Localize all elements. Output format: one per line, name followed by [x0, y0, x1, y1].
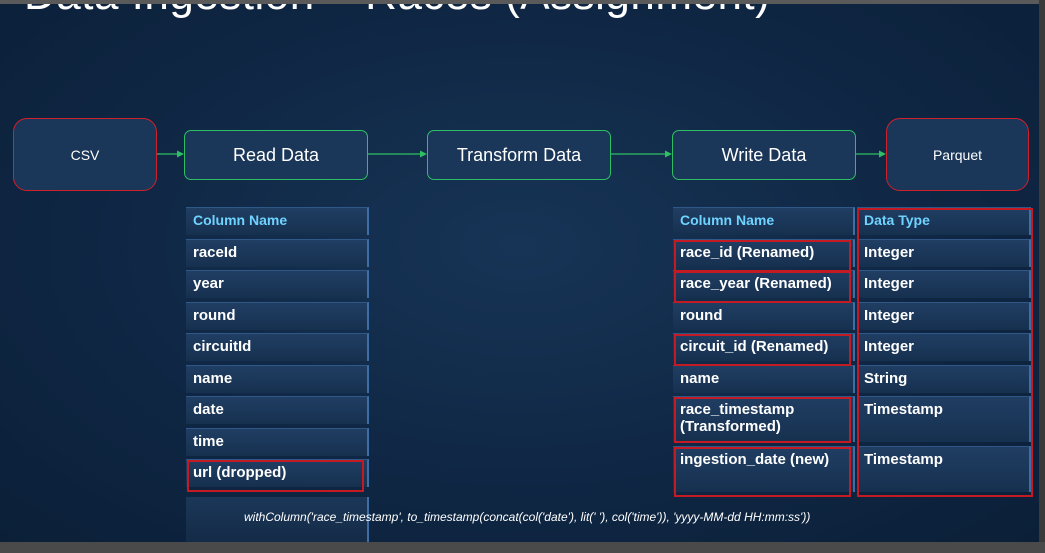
input-row-time: time: [186, 428, 369, 456]
input-row-round: round: [186, 302, 369, 330]
output-type-round: Integer: [857, 302, 1031, 330]
slide-title: Data Ingestion – Races (Assignment): [24, 4, 770, 20]
highlight-race-year: [674, 271, 851, 303]
output-row-race-id: race_id (Renamed): [673, 239, 855, 267]
highlight-data-type-column: [857, 208, 1033, 497]
output-row-circuit-id: circuit_id (Renamed): [673, 333, 855, 361]
window-bottom-border: [0, 542, 1045, 553]
output-type-ingestion-date: Timestamp: [857, 446, 1031, 492]
highlight-url-dropped: [187, 460, 364, 492]
highlight-ingestion-date: [674, 447, 851, 497]
output-table-header-column: Column Name: [673, 207, 855, 235]
input-table-empty-row: [186, 497, 369, 542]
input-row-circuitid: circuitId: [186, 333, 369, 361]
highlight-circuit-id: [674, 334, 851, 366]
arrow-head-transform: [420, 150, 427, 158]
output-row-race-timestamp: race_timestamp (Transformed): [673, 396, 855, 442]
input-row-raceid: raceId: [186, 239, 369, 267]
read-data-node: Read Data: [184, 130, 368, 180]
window-right-border: [1039, 0, 1045, 553]
output-table-header-type: Data Type: [857, 207, 1031, 235]
transform-data-node: Transform Data: [427, 130, 611, 180]
output-row-name: name: [673, 365, 855, 393]
output-type-name: String: [857, 365, 1031, 393]
output-type-race-year: Integer: [857, 270, 1031, 298]
csv-source-node: CSV: [13, 118, 157, 191]
output-type-race-id: Integer: [857, 239, 1031, 267]
write-data-node: Write Data: [672, 130, 856, 180]
input-row-name: name: [186, 365, 369, 393]
arrow-head-parquet: [879, 150, 886, 158]
input-table-header: Column Name: [186, 207, 369, 235]
output-row-round: round: [673, 302, 855, 330]
input-row-url: url (dropped): [186, 459, 369, 487]
parquet-target-node: Parquet: [886, 118, 1029, 191]
window-top-border: [0, 0, 1045, 4]
input-row-date: date: [186, 396, 369, 424]
arrow-head-write: [665, 150, 672, 158]
input-row-year: year: [186, 270, 369, 298]
output-type-circuit-id: Integer: [857, 333, 1031, 361]
output-type-race-timestamp: Timestamp: [857, 396, 1031, 442]
arrow-head-read: [177, 150, 184, 158]
output-row-ingestion-date: ingestion_date (new): [673, 446, 855, 492]
slide: Data Ingestion – Races (Assignment) CSV …: [0, 4, 1039, 542]
race-timestamp-label: race_timestamp (Transformed): [680, 401, 795, 435]
highlight-race-timestamp: [674, 397, 851, 443]
code-snippet: withColumn('race_timestamp', to_timestam…: [244, 510, 811, 524]
highlight-race-id: [674, 240, 851, 272]
